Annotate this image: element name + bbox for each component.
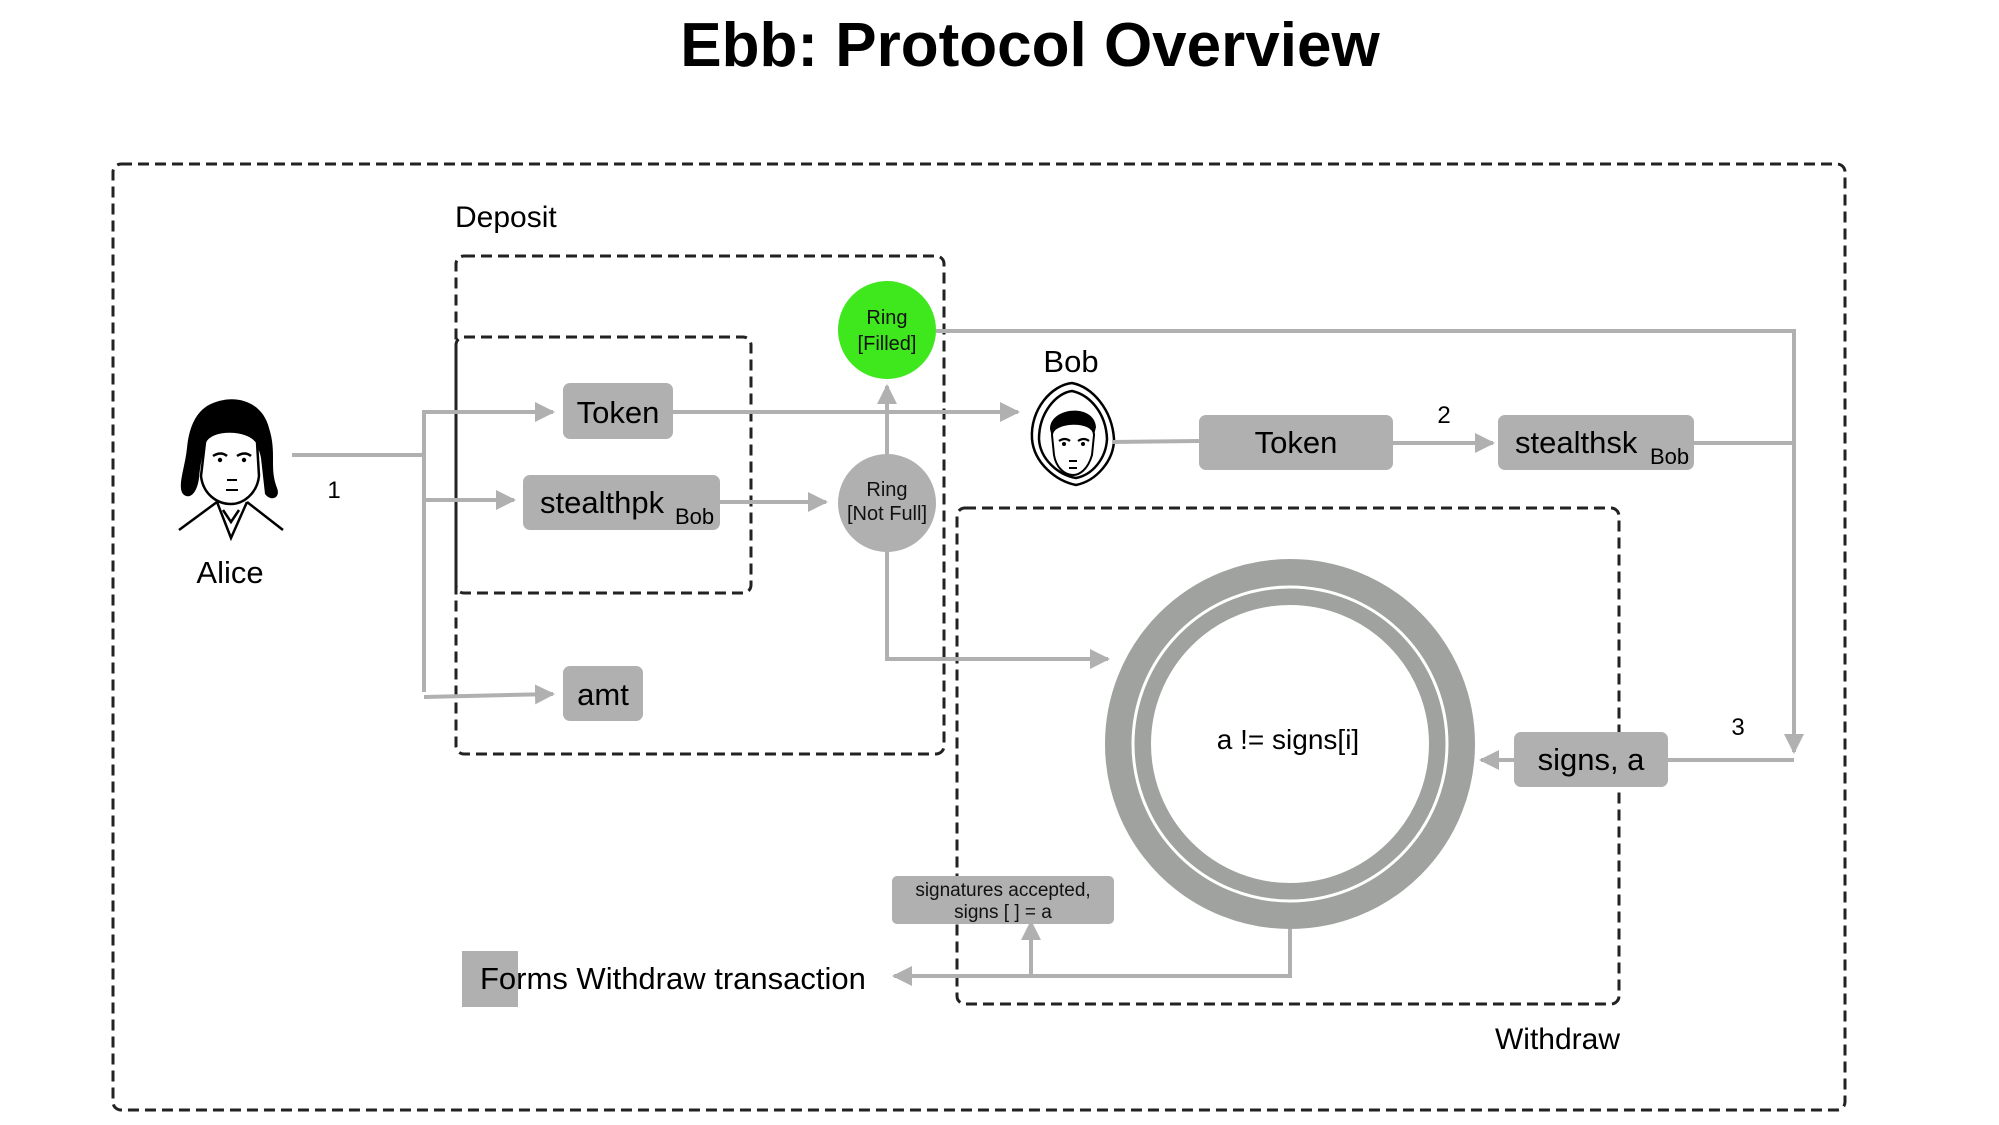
deposit-inner-box — [454, 335, 753, 595]
forms-marker — [462, 951, 518, 1007]
ring-filled-line2: [Filled] — [858, 333, 917, 355]
accepted-line1: signatures accepted, — [915, 880, 1090, 901]
forms-withdraw-transaction[interactable]: Forms Withdraw transaction — [462, 951, 866, 1007]
signs-a-label: signs, a — [1538, 742, 1646, 777]
ring-to-contract-arrow — [885, 552, 1110, 669]
bob-token-box[interactable]: Token — [1199, 415, 1393, 470]
bob-avatar-icon — [1030, 381, 1116, 487]
contract-check-circle[interactable]: a != signs[i] — [1105, 559, 1475, 929]
deposit-token-label: Token — [577, 395, 660, 430]
stealthsk-subscript: Bob — [1650, 444, 1689, 469]
stealthpk-subscript: Bob — [675, 504, 714, 529]
stealthsk-label: stealthsk — [1515, 425, 1638, 460]
filled-ring-to-withdraw-line — [936, 329, 1804, 754]
bob-label: Bob — [1043, 344, 1098, 379]
ring-filled-line1: Ring — [866, 307, 907, 329]
page-title: Ebb: Protocol Overview — [680, 11, 1380, 80]
stealthsk-box[interactable]: stealthsk Bob — [1498, 415, 1694, 470]
ring-filled[interactable]: Ring [Filled] — [838, 281, 936, 379]
outer-frame — [111, 162, 1847, 1112]
signatures-accepted-box[interactable]: signatures accepted, signs [ ] = a — [892, 876, 1114, 924]
alice-label: Alice — [196, 555, 263, 590]
step-2-label: 2 — [1437, 402, 1450, 429]
alice-avatar-icon — [178, 399, 284, 542]
amt-label: amt — [577, 677, 629, 712]
stealthpk-label: stealthpk — [540, 485, 665, 520]
deposit-box — [454, 254, 946, 756]
contract-to-forms-arrow — [892, 929, 1292, 986]
step-3-label: 3 — [1731, 714, 1744, 741]
step-1-label: 1 — [327, 477, 340, 504]
ring-notfull-line2: [Not Full] — [847, 503, 927, 525]
deposit-amt-box[interactable]: amt — [563, 666, 643, 721]
ring-not-full[interactable]: Ring [Not Full] — [838, 454, 936, 552]
withdraw-box — [955, 506, 1621, 1006]
deposit-label: Deposit — [455, 201, 557, 234]
arrow-to-amt — [423, 684, 555, 705]
bob-token-label: Token — [1255, 425, 1338, 460]
signs-a-box[interactable]: signs, a — [1514, 732, 1668, 787]
contract-check-label: a != signs[i] — [1217, 724, 1359, 755]
accepted-line2: signs [ ] = a — [954, 902, 1052, 923]
bob-to-token-line — [1111, 439, 1200, 444]
deposit-stealthpk-box[interactable]: stealthpk Bob — [523, 475, 720, 530]
deposit-token-box[interactable]: Token — [563, 383, 673, 439]
ring-notfull-line1: Ring — [866, 479, 907, 501]
withdraw-label: Withdraw — [1495, 1023, 1620, 1056]
forms-label: Forms Withdraw transaction — [480, 961, 866, 996]
